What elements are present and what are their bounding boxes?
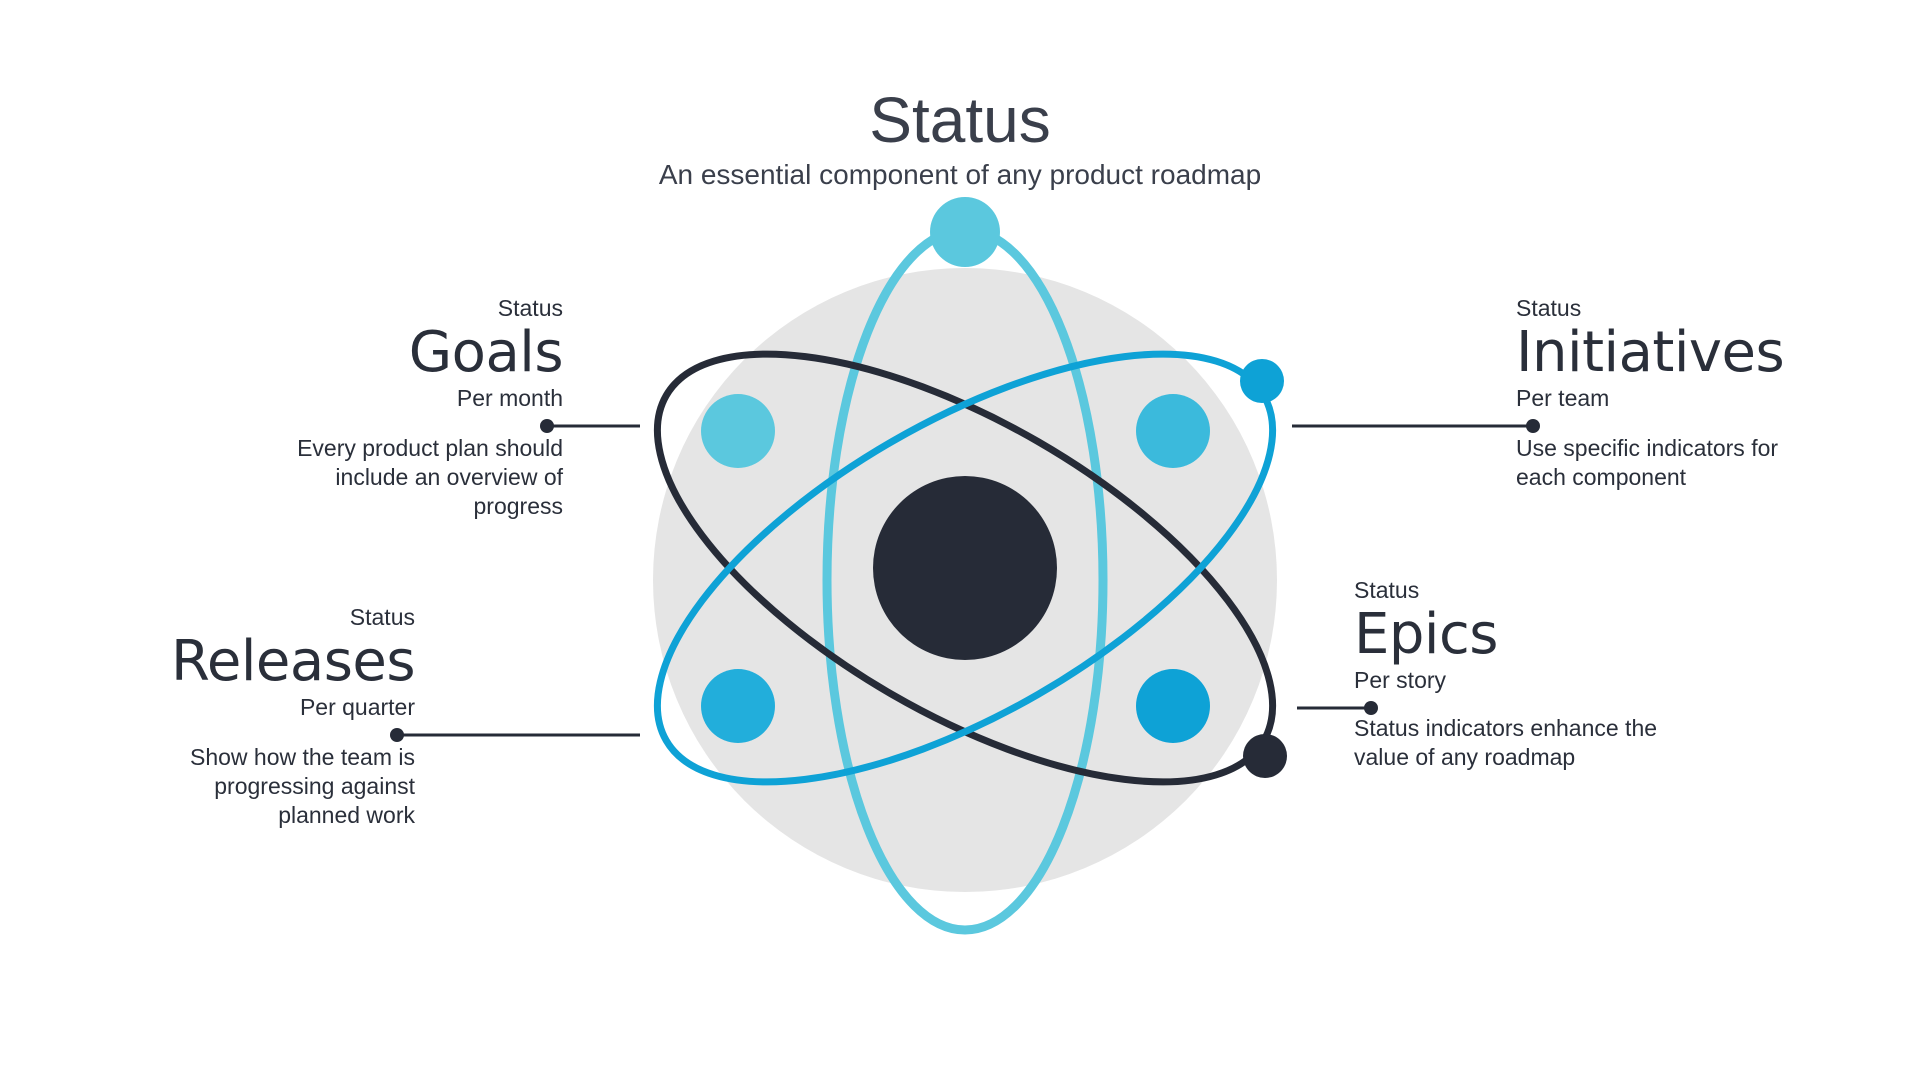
goals-block: Status Goals Per month Every product pla… (203, 294, 563, 521)
epics-block: Status Epics Per story Status indicators… (1354, 576, 1714, 772)
diagram-header: Status An essential component of any pro… (0, 82, 1920, 192)
epics-subtitle: Per story (1354, 667, 1447, 693)
releases-subtitle: Per quarter (299, 694, 415, 720)
inner-dot-bottom-right (1136, 669, 1210, 743)
initiatives-subtitle: Per team (1516, 385, 1610, 411)
releases-kicker: Status (349, 604, 415, 630)
electron-blue (1240, 359, 1284, 403)
releases-block: Status Releases Per quarter Show how the… (55, 603, 415, 830)
page-title: Status (869, 84, 1051, 156)
releases-title: Releases (171, 629, 415, 694)
nucleus (873, 476, 1057, 660)
initiatives-block: Status Initiatives Per team Use specific… (1516, 294, 1876, 492)
goals-description: Every product plan should include an ove… (297, 435, 563, 519)
epics-title: Epics (1354, 602, 1498, 667)
electron-top (930, 197, 1000, 267)
releases-connector-dot (390, 728, 404, 742)
epics-connector-dot (1364, 701, 1378, 715)
initiatives-kicker: Status (1516, 295, 1582, 321)
goals-kicker: Status (497, 295, 563, 321)
initiatives-description: Use specific indicators for each compone… (1516, 435, 1779, 490)
inner-dot-bottom-left (701, 669, 775, 743)
goals-subtitle: Per month (456, 385, 563, 411)
initiatives-title: Initiatives (1516, 320, 1785, 385)
goals-connector-dot (540, 419, 554, 433)
inner-dot-top-right (1136, 394, 1210, 468)
goals-title: Goals (408, 320, 564, 385)
initiatives-connector-dot (1526, 419, 1540, 433)
inner-dot-top-left (701, 394, 775, 468)
epics-kicker: Status (1354, 577, 1420, 603)
electron-dark (1243, 734, 1287, 778)
epics-description: Status indicators enhance the value of a… (1354, 715, 1658, 770)
releases-description: Show how the team is progressing against… (189, 744, 415, 828)
page-subtitle: An essential component of any product ro… (658, 159, 1262, 190)
